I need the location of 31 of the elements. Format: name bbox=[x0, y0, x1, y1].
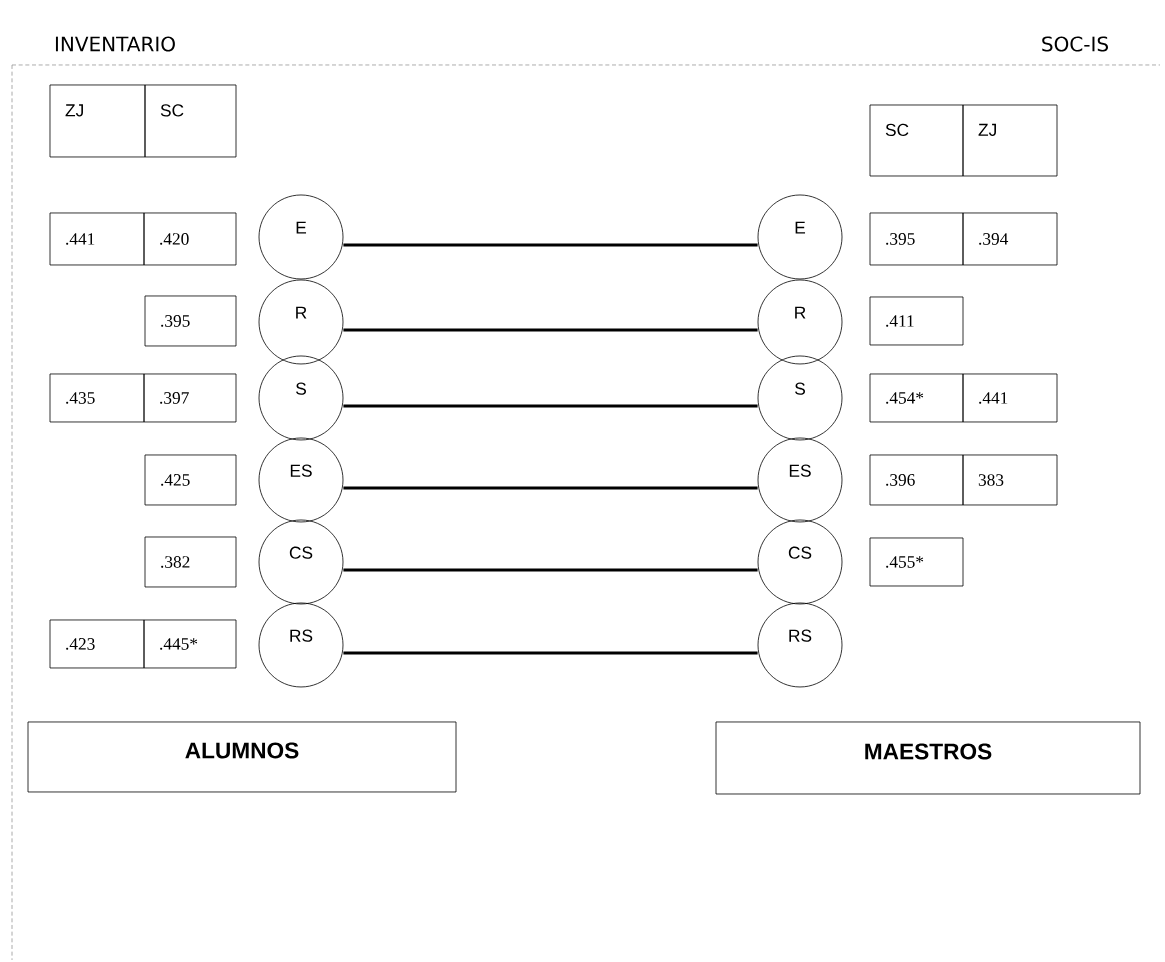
connector-line bbox=[343, 568, 758, 572]
number-cell: .454* bbox=[869, 373, 964, 423]
group-box: ALUMNOS bbox=[27, 721, 457, 793]
number-cell: .423 bbox=[49, 619, 145, 669]
number-cell: .397 bbox=[143, 373, 237, 423]
number-cell: .394 bbox=[962, 212, 1058, 266]
number-cell: .382 bbox=[144, 536, 237, 588]
number-cell: .435 bbox=[49, 373, 145, 423]
group-box: MAESTROS bbox=[715, 721, 1141, 795]
number-cell: .395 bbox=[144, 295, 237, 347]
number-cell: .441 bbox=[962, 373, 1058, 423]
number-cell: .395 bbox=[869, 212, 964, 266]
connector-line bbox=[343, 404, 758, 408]
heading-text: INVENTARIO bbox=[55, 36, 175, 52]
number-cell: .441 bbox=[49, 212, 145, 266]
connector-line bbox=[343, 486, 758, 490]
header-cell: SC bbox=[869, 104, 964, 177]
number-cell: 383 bbox=[962, 454, 1058, 506]
connector-line bbox=[343, 243, 758, 247]
number-cell: .396 bbox=[869, 454, 964, 506]
header-cell: ZJ bbox=[962, 104, 1058, 177]
header-cell: ZJ bbox=[49, 84, 146, 158]
number-cell: .411 bbox=[869, 296, 964, 346]
number-cell: .445* bbox=[143, 619, 237, 669]
header-cell: SC bbox=[144, 84, 237, 158]
number-cell: .425 bbox=[144, 454, 237, 506]
number-cell: .420 bbox=[143, 212, 237, 266]
connector-line bbox=[343, 651, 758, 655]
connector-line bbox=[343, 328, 758, 332]
heading-text: SOC-IS bbox=[1042, 36, 1108, 52]
number-cell: .455* bbox=[869, 537, 964, 587]
